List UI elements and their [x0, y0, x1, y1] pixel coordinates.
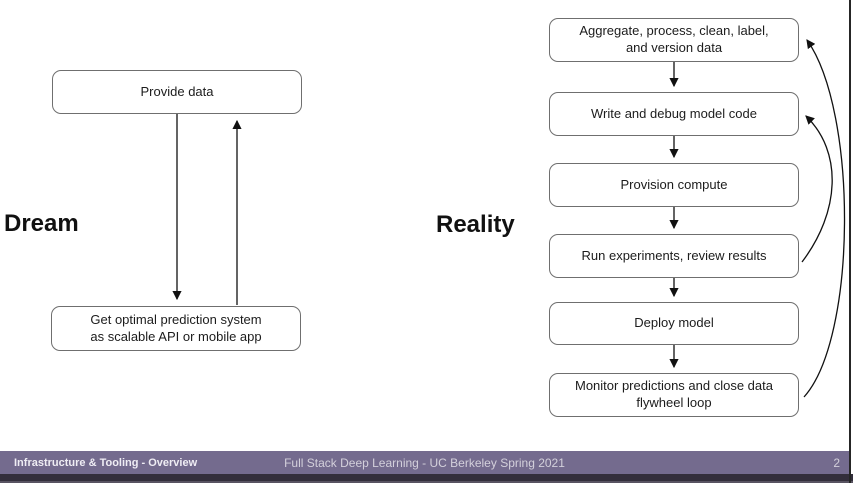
reality-box-monitor-predictions: Monitor predictions and close data flywh…: [549, 373, 799, 417]
footer-section-title: Infrastructure & Tooling - Overview: [14, 456, 198, 469]
reality-box-run-experiments: Run experiments, review results: [549, 234, 799, 278]
slide-right-border: [849, 0, 851, 483]
footer-page-number: 2: [833, 455, 840, 470]
footer-bar: Infrastructure & Tooling - Overview Full…: [0, 451, 849, 474]
bottom-strip: [0, 474, 853, 483]
feedback-loop-experiments-to-code: [801, 115, 833, 263]
feedback-loop-monitor-to-data: [803, 39, 846, 398]
reality-box-write-debug-code: Write and debug model code: [549, 92, 799, 136]
dream-label: Dream: [4, 210, 79, 237]
reality-label: Reality: [436, 211, 515, 238]
reality-box-deploy-model: Deploy model: [549, 302, 799, 345]
dream-box-prediction-system: Get optimal prediction system as scalabl…: [51, 306, 301, 351]
reality-box-provision-compute: Provision compute: [549, 163, 799, 207]
reality-box-aggregate-data: Aggregate, process, clean, label, and ve…: [549, 18, 799, 62]
dream-box-provide-data: Provide data: [52, 70, 302, 114]
footer-course-title: Full Stack Deep Learning - UC Berkeley S…: [284, 455, 565, 470]
